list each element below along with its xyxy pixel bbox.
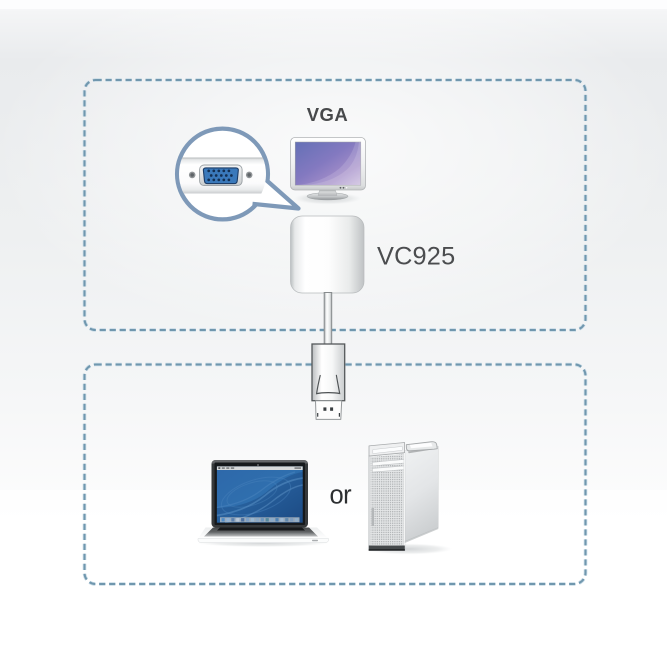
svg-text:VGA: VGA xyxy=(307,104,349,125)
svg-text:VC925: VC925 xyxy=(377,243,455,271)
svg-text:or: or xyxy=(330,482,353,510)
